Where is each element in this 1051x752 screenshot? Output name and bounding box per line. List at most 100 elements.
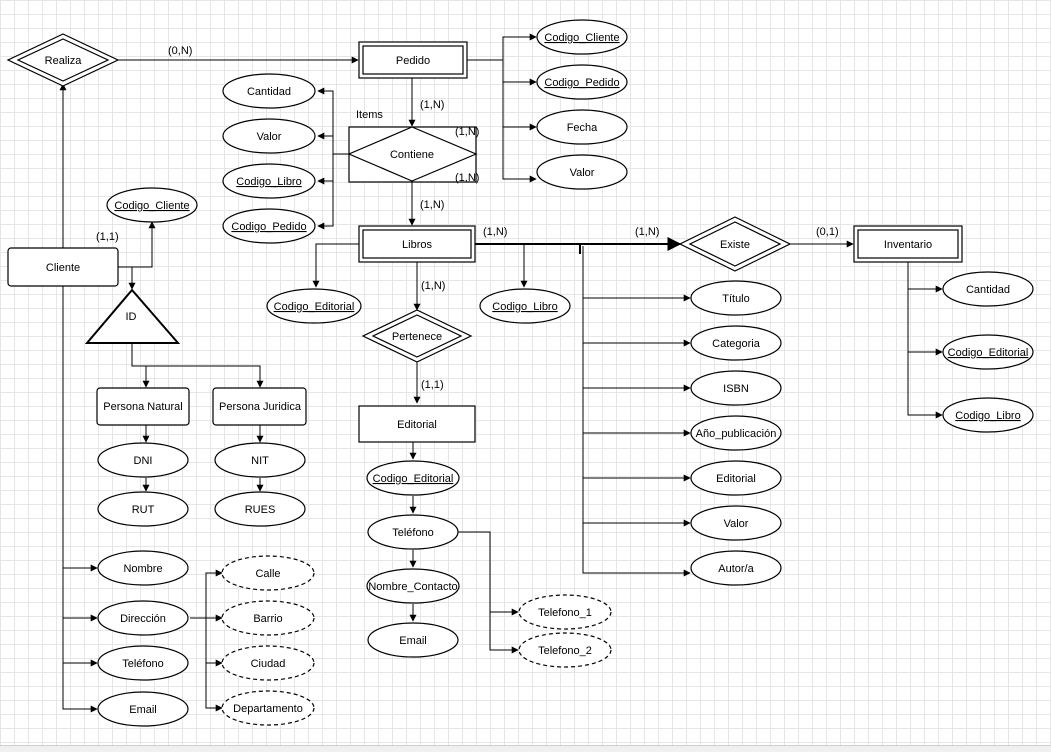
svg-text:Telefono_2: Telefono_2 — [538, 645, 592, 657]
cardinality-existe-inventario: (0,1) — [816, 226, 839, 238]
attribute-natural-rut: RUT — [97, 491, 189, 527]
connector-libros-editorial — [582, 433, 691, 482]
connector-pedido-fecha — [502, 82, 537, 131]
cardinality-contiene-right-bottom: (1,N) — [455, 172, 479, 184]
entity-pedido: Pedido — [358, 41, 468, 79]
cardinality-cliente-realiza: (1,1) — [96, 231, 119, 243]
attribute-libros-codigo-editorial: Codigo_Editorial — [266, 288, 362, 324]
entity-label: Inventario — [884, 239, 932, 251]
svg-text:RUES: RUES — [245, 504, 276, 516]
entity-label: Pedido — [396, 55, 430, 67]
svg-text:ISBN: ISBN — [723, 383, 749, 395]
relationship-pertenece: Pertenece — [361, 309, 473, 363]
connector-inventario-codigo-editorial — [907, 289, 943, 356]
entity-libros: Libros — [358, 225, 476, 263]
svg-text:Valor: Valor — [570, 167, 595, 179]
svg-text:Cantidad: Cantidad — [247, 86, 291, 98]
cardinality-libros-pertenece: (1,N) — [421, 280, 445, 292]
svg-text:Codigo_Pedido: Codigo_Pedido — [544, 77, 619, 89]
attribute-libros-titulo: Título — [690, 280, 782, 316]
svg-text:Codigo_Libro: Codigo_Libro — [492, 301, 557, 313]
connector-libros-autor — [582, 523, 691, 577]
cardinality-libros-existe: (1,N) — [635, 226, 659, 238]
attribute-libros-categoria: Categoria — [690, 325, 782, 361]
cardinality-pedido-contiene: (1,N) — [420, 99, 444, 111]
svg-text:Título: Título — [722, 293, 750, 305]
attribute-cliente-email: Email — [97, 691, 189, 727]
attribute-cliente-nombre: Nombre — [97, 550, 189, 586]
connector-libros-codigo-editorial — [312, 243, 360, 288]
svg-text:Valor: Valor — [724, 518, 749, 530]
connector-libros-categoria — [582, 298, 691, 347]
entity-inventario: Inventario — [853, 225, 963, 263]
connector-libros-titulo — [582, 246, 691, 302]
bottom-scrollbar[interactable] — [0, 745, 1051, 752]
relationship-label: Contiene — [390, 149, 434, 161]
attribute-pedido-fecha: Fecha — [536, 109, 628, 145]
attribute-items-cantidad: Cantidad — [222, 73, 316, 109]
connectors — [59, 33, 943, 713]
attribute-libros-valor: Valor — [690, 505, 782, 541]
attribute-libros-anio-publicacion: Año_publicación — [690, 415, 782, 451]
attribute-items-codigo-pedido: Codigo_Pedido — [222, 208, 316, 244]
svg-text:Codigo_Libro: Codigo_Libro — [955, 410, 1020, 422]
connector-cliente-email — [62, 663, 98, 713]
connector-pedido-valor — [502, 127, 537, 183]
cardinality-libros-right: (1,N) — [483, 226, 507, 238]
connector-items-cantidad — [317, 87, 349, 155]
connector-inventario-cantidad — [907, 262, 943, 293]
svg-text:RUT: RUT — [132, 504, 155, 516]
svg-text:Codigo_Cliente: Codigo_Cliente — [114, 200, 189, 212]
svg-text:Email: Email — [399, 635, 427, 647]
svg-text:Editorial: Editorial — [716, 473, 756, 485]
entity-label: Persona Natural — [103, 401, 183, 413]
svg-text:Autor/a: Autor/a — [718, 563, 754, 575]
svg-text:Email: Email — [129, 704, 157, 716]
svg-text:Departamento: Departamento — [233, 703, 303, 715]
attribute-telefono-1: Telefono_1 — [518, 594, 612, 630]
connector-pedido-codigo-pedido — [502, 60, 537, 86]
svg-text:Codigo_Editorial: Codigo_Editorial — [948, 347, 1029, 359]
connector-telefono-telefono1 — [458, 531, 519, 616]
attribute-inventario-codigo-libro: Codigo_Libro — [942, 397, 1034, 433]
connector-direccion-calle — [190, 569, 223, 619]
connector-direccion-departamento — [205, 663, 223, 712]
entity-cliente: Cliente — [7, 247, 119, 287]
attribute-editorial-nombre-contacto: Nombre_Contacto — [366, 568, 460, 604]
attribute-cliente-codigo-cliente: Codigo_Cliente — [106, 187, 198, 223]
svg-text:Valor: Valor — [257, 131, 282, 143]
connector-cliente-direccion — [62, 568, 98, 622]
cardinality-contiene-right-top: (1,N) — [455, 126, 479, 138]
entity-label: Editorial — [397, 419, 437, 431]
svg-text:Codigo_Libro: Codigo_Libro — [236, 176, 301, 188]
connector-libros-anio — [582, 388, 691, 437]
entity-persona-juridica: Persona Juridica — [212, 387, 307, 426]
svg-text:Ciudad: Ciudad — [251, 658, 286, 670]
relationship-label: Existe — [720, 239, 750, 251]
cardinalities: (0,N) (1,N) (1,N) (1,N) (1,N) (1,N) (1,N… — [96, 45, 839, 391]
attribute-direccion-calle: Calle — [221, 555, 315, 591]
attribute-direccion-barrio: Barrio — [221, 600, 315, 636]
connector-cliente-nombre — [62, 286, 98, 572]
attribute-inventario-cantidad: Cantidad — [942, 271, 1034, 307]
svg-text:Codigo_Pedido: Codigo_Pedido — [231, 221, 306, 233]
relationship-label: Pertenece — [392, 331, 442, 343]
attribute-editorial-email: Email — [367, 622, 459, 658]
connector-pedido-codigo-cliente — [466, 33, 537, 61]
entity-persona-natural: Persona Natural — [96, 387, 190, 426]
svg-text:Nombre_Contacto: Nombre_Contacto — [368, 581, 457, 593]
attribute-direccion-departamento: Departamento — [221, 690, 315, 726]
svg-text:Barrio: Barrio — [253, 613, 282, 625]
connector-telefono-telefono2 — [489, 612, 519, 654]
attribute-pedido-codigo-pedido: Codigo_Pedido — [536, 64, 628, 100]
specialization-triangle: ID — [84, 288, 181, 344]
connector-items-codigo-pedido — [317, 181, 334, 230]
relationship-existe: Existe — [678, 216, 792, 272]
connector-cliente-id — [118, 266, 136, 290]
attribute-juridica-rues: RUES — [214, 491, 306, 527]
relationship-label: Realiza — [45, 55, 83, 67]
svg-text:Codigo_Cliente: Codigo_Cliente — [544, 32, 619, 44]
attribute-libros-codigo-libro: Codigo_Libro — [479, 288, 571, 324]
